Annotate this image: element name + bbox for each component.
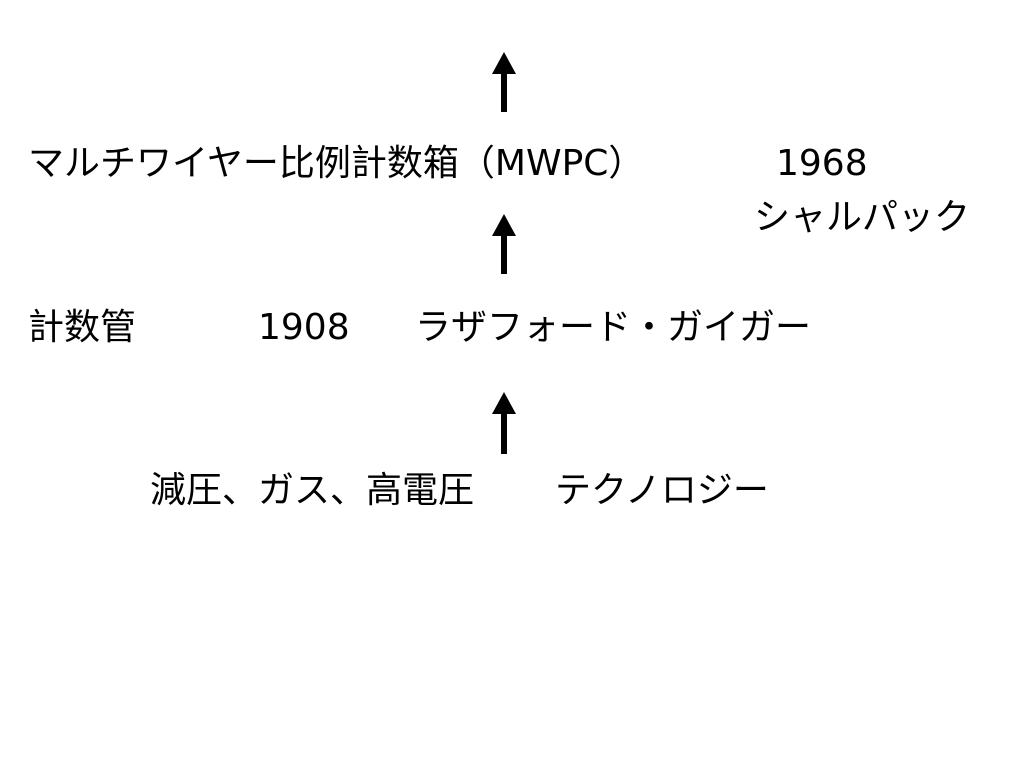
mwpc-inventor: シャルパック [754,197,971,238]
arrow-up-icon [492,52,516,112]
mwpc-year: 1968 [776,143,868,184]
counter-inventor: ラザフォード・ガイガー [415,307,812,348]
counter-label: 計数管 [28,307,137,348]
mwpc-label: マルチワイヤー比例計数箱（MWPC） [28,143,645,184]
technology-suffix: テクノロジー [555,470,769,511]
technology-label: 減圧、ガス、高電圧 [150,470,475,511]
counter-year: 1908 [258,307,350,348]
arrow-up-icon [492,214,516,274]
arrow-up-icon [492,392,516,454]
